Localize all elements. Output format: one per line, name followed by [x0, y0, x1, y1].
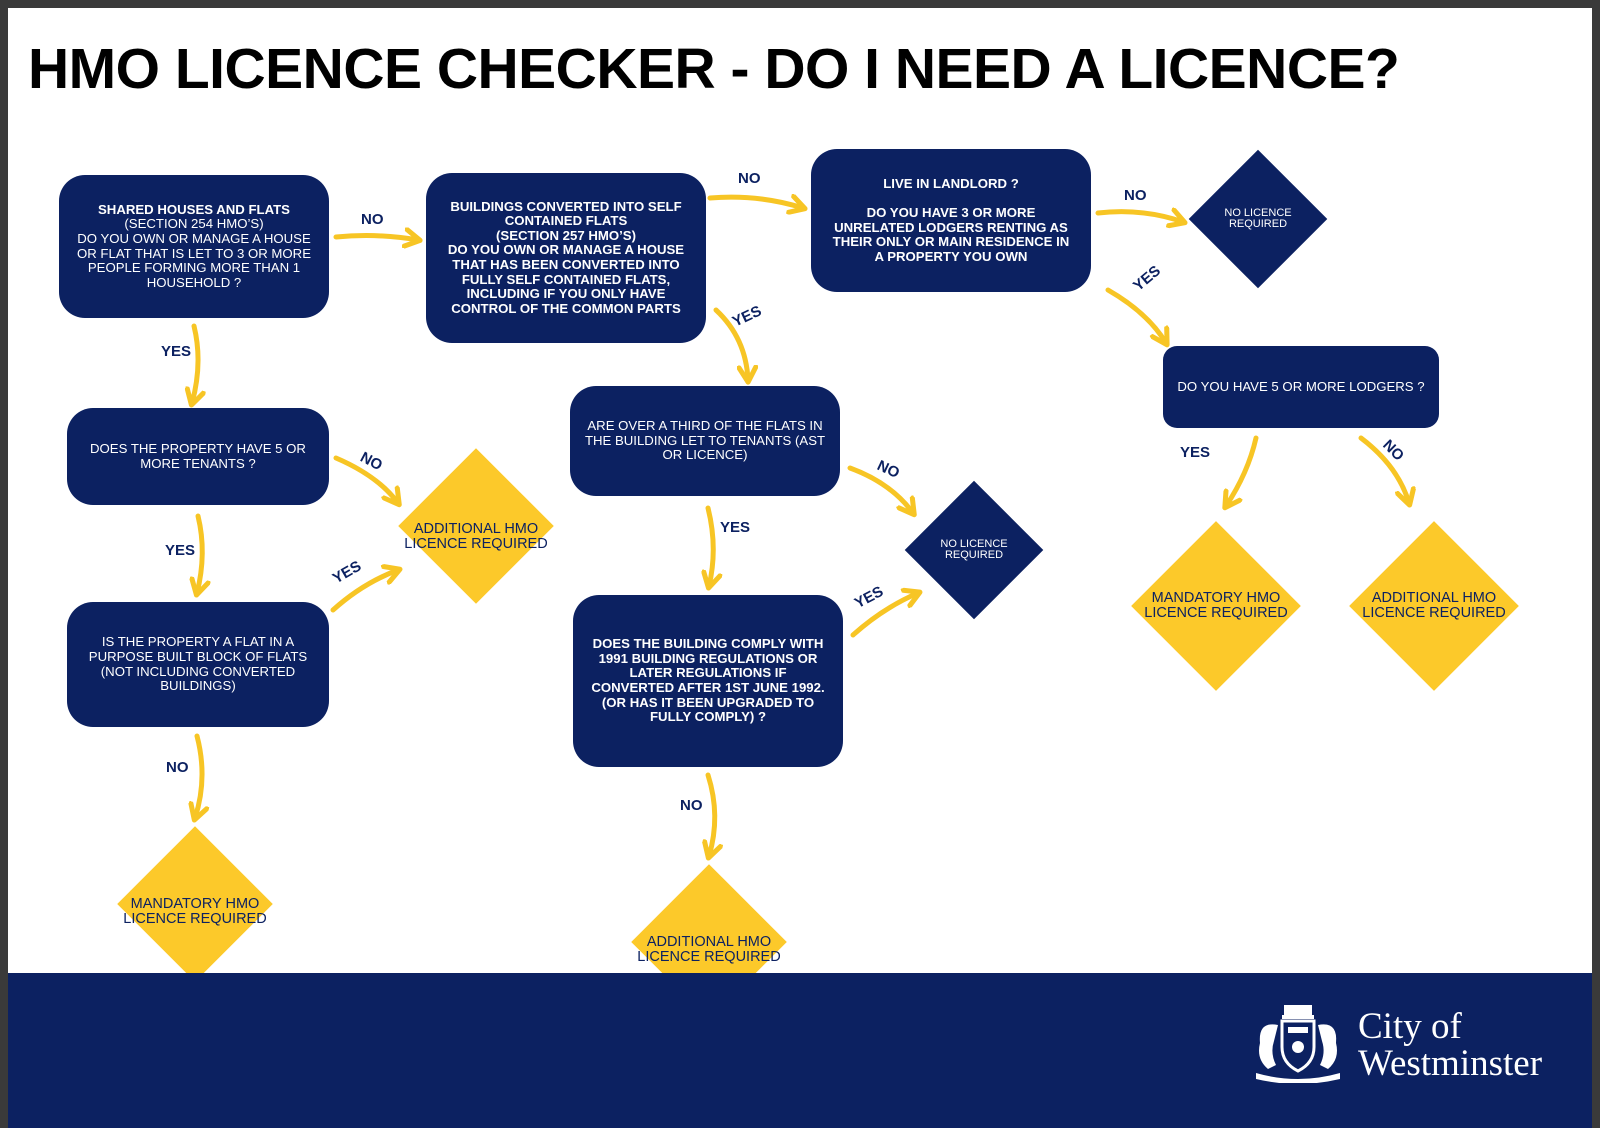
arrow-purpose-to-additional [330, 570, 398, 613]
no-label: NO [361, 211, 384, 228]
footer-band [8, 973, 1592, 1128]
mandatory-right-label: MANDATORY HMO LICENCE REQUIRED [1144, 590, 1288, 621]
purpose-built-box: IS THE PROPERTY A FLAT IN A PURPOSE BUIL… [67, 602, 329, 727]
arrow-comply-to-additional [708, 772, 715, 856]
five-lodgers-text: DO YOU HAVE 5 OR MORE LODGERS ? [1177, 378, 1425, 394]
yes-label: YES [161, 343, 192, 360]
no-label: NO [680, 797, 703, 814]
building-regs-text: DOES THE BUILDING COMPLY WITH 1991 BUILD… [591, 636, 825, 725]
arrow-converted-to-third [713, 307, 748, 380]
page: HMO LICENCE CHECKER - DO I NEED A LICENC… [8, 8, 1592, 1128]
logo-line-1: City of [1358, 1006, 1462, 1047]
logo-line-2: Westminster [1358, 1043, 1543, 1084]
building-regs-box: DOES THE BUILDING COMPLY WITH 1991 BUILD… [573, 595, 843, 767]
converted-buildings-box: BUILDINGS CONVERTED INTO SELF CONTAINED … [426, 173, 706, 343]
no-licence-mid-label: NO LICENCE REQUIRED [940, 537, 1008, 561]
shared-houses-text: (SECTION 254 HMO’S) DO YOU OWN OR MANAGE… [76, 216, 311, 290]
shared-houses-heading: SHARED HOUSES AND FLATS [98, 201, 290, 217]
shared-houses-box: SHARED HOUSES AND FLATS (SECTION 254 HMO… [59, 175, 329, 318]
arrow-lodgers-to-additional [1358, 435, 1409, 503]
third-of-flats-text: ARE OVER A THIRD OF THE FLATS IN THE BUI… [584, 418, 826, 463]
no-licence-top-label: NO LICENCE REQUIRED [1224, 206, 1292, 230]
no-label: NO [1124, 187, 1147, 204]
flow-arrows [8, 8, 1592, 1128]
live-in-landlord-heading: LIVE IN LANDLORD ? [883, 175, 1019, 191]
page-title: HMO LICENCE CHECKER - DO I NEED A LICENC… [28, 37, 1400, 101]
live-in-landlord-box: LIVE IN LANDLORD ? DO YOU HAVE 3 OR MORE… [811, 149, 1091, 292]
arrow-third-to-nolicence [847, 465, 913, 513]
westminster-crest-icon [1256, 1005, 1340, 1083]
live-in-landlord-text: DO YOU HAVE 3 OR MORE UNRELATED LODGERS … [832, 204, 1070, 264]
no-label: NO [166, 759, 189, 776]
arrow-landlord-to-nolicence [1095, 212, 1183, 222]
arrow-purpose-to-mandatory [195, 733, 202, 818]
arrow-lodgers-to-mandatory [1226, 435, 1259, 506]
additional-mid-label: ADDITIONAL HMO LICENCE REQUIRED [637, 934, 781, 965]
converted-buildings-text: BUILDINGS CONVERTED INTO SELF CONTAINED … [447, 198, 685, 316]
additional-left-label: ADDITIONAL HMO LICENCE REQUIRED [404, 521, 548, 552]
arrow-third-to-comply [708, 505, 713, 586]
arrow-shared-to-converted [333, 236, 418, 240]
arrow-shared-to-fivetenants [192, 323, 198, 403]
additional-right-label: ADDITIONAL HMO LICENCE REQUIRED [1362, 590, 1506, 621]
five-tenants-box: DOES THE PROPERTY HAVE 5 OR MORE TENANTS… [67, 408, 329, 505]
mandatory-left-label: MANDATORY HMO LICENCE REQUIRED [123, 896, 267, 927]
westminster-logo-text: City of Westminster [1358, 1008, 1542, 1082]
arrow-landlord-to-lodgers [1105, 287, 1166, 343]
yes-label: YES [165, 542, 196, 559]
yes-label: YES [1180, 444, 1211, 461]
purpose-built-text: IS THE PROPERTY A FLAT IN A PURPOSE BUIL… [88, 634, 308, 694]
arrow-converted-to-landlord [707, 197, 803, 208]
yes-label: YES [720, 519, 751, 536]
no-label: NO [738, 170, 761, 187]
arrow-comply-to-nolicence [850, 593, 918, 638]
five-lodgers-box: DO YOU HAVE 5 OR MORE LODGERS ? [1163, 346, 1439, 428]
third-of-flats-box: ARE OVER A THIRD OF THE FLATS IN THE BUI… [570, 386, 840, 496]
five-tenants-text: DOES THE PROPERTY HAVE 5 OR MORE TENANTS… [90, 440, 306, 471]
arrow-fivetenants-to-purpose [197, 513, 202, 593]
arrow-fivetenants-to-additional [333, 455, 398, 503]
